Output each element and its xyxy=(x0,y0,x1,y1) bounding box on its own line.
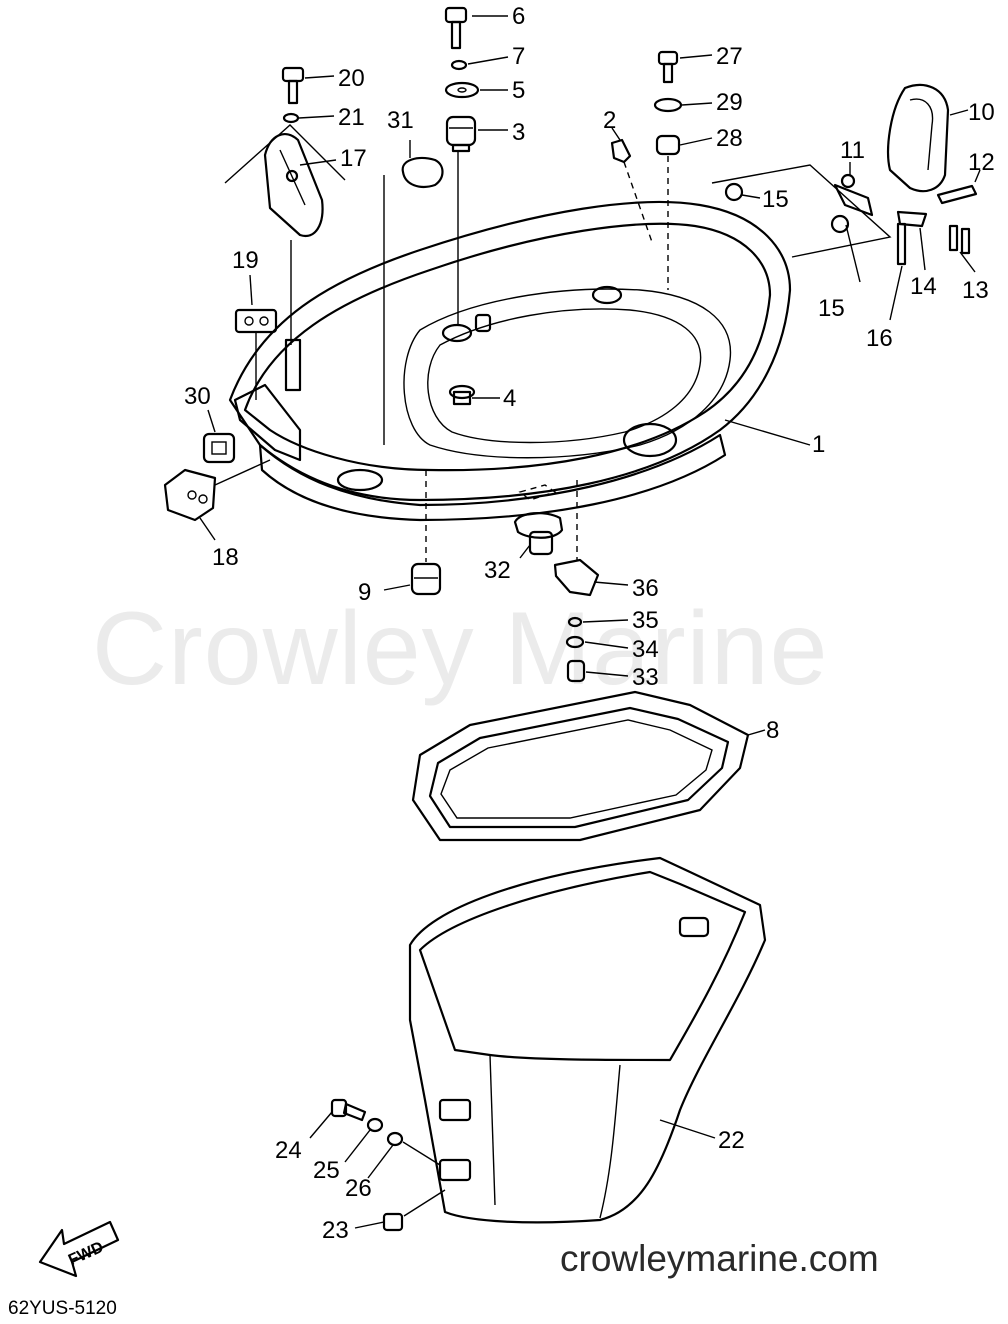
callout-11: 11 xyxy=(840,137,865,164)
callout-18: 18 xyxy=(212,544,239,571)
callout-27: 27 xyxy=(716,43,743,70)
part-bolt-6[interactable] xyxy=(444,6,468,50)
site-watermark: crowleymarine.com xyxy=(560,1238,879,1279)
leader-lines xyxy=(199,15,981,1229)
callout-4: 4 xyxy=(503,385,516,412)
part-grommet-9[interactable] xyxy=(410,562,442,596)
part-bracket-11[interactable] xyxy=(833,173,874,217)
part-bolt-24[interactable] xyxy=(330,1098,367,1122)
callout-13: 13 xyxy=(962,277,989,304)
part-grommet-32[interactable] xyxy=(513,512,564,556)
part-bottom-cowling[interactable] xyxy=(228,200,792,522)
callout-28: 28 xyxy=(716,125,743,152)
part-seal-8[interactable] xyxy=(411,690,750,842)
part-grommet-31[interactable] xyxy=(401,156,444,189)
watermark: Crowley Marine xyxy=(92,591,829,707)
diagram-code: 62YUS-5120 xyxy=(8,1298,117,1319)
callouts: 1 2 3 4 5 6 7 8 9 10 11 12 13 14 15 15 1… xyxy=(184,3,995,1244)
callout-26: 26 xyxy=(345,1175,372,1202)
callout-35: 35 xyxy=(632,607,659,634)
part-pin-13[interactable] xyxy=(948,224,971,255)
part-washer-34[interactable] xyxy=(565,635,585,649)
callout-6: 6 xyxy=(512,3,525,30)
part-bolt-20[interactable] xyxy=(281,66,305,105)
callout-7: 7 xyxy=(512,43,525,70)
part-handle-10[interactable] xyxy=(887,83,950,193)
callout-25: 25 xyxy=(313,1157,340,1184)
part-pin-12[interactable] xyxy=(936,184,978,205)
callout-3: 3 xyxy=(512,119,525,146)
callout-36: 36 xyxy=(632,575,659,602)
part-grommet-4[interactable] xyxy=(448,384,476,406)
part-lower-cowling-22[interactable] xyxy=(408,856,767,1224)
callout-15a: 15 xyxy=(762,186,789,213)
part-screw-33[interactable] xyxy=(566,659,586,683)
part-fitting-2[interactable] xyxy=(610,138,632,164)
callout-23: 23 xyxy=(322,1217,349,1244)
part-pin-16[interactable] xyxy=(896,222,907,266)
part-washer-26[interactable] xyxy=(386,1131,404,1147)
part-bolt-27[interactable] xyxy=(657,50,679,84)
part-pin-14[interactable] xyxy=(896,210,928,228)
part-grommet-30[interactable] xyxy=(202,432,236,464)
callout-32: 32 xyxy=(484,557,511,584)
callout-21: 21 xyxy=(338,104,365,131)
part-washer-5[interactable] xyxy=(444,81,480,99)
fwd-arrow-icon: FWD xyxy=(38,1220,120,1278)
callout-30: 30 xyxy=(184,383,211,410)
part-clamp-36[interactable] xyxy=(553,558,600,597)
callout-20: 20 xyxy=(338,65,365,92)
part-nut-15b[interactable] xyxy=(830,214,850,234)
callout-17: 17 xyxy=(340,145,367,172)
callout-31: 31 xyxy=(387,107,414,134)
part-washer-21[interactable] xyxy=(282,112,300,124)
part-nut-15a[interactable] xyxy=(724,182,744,202)
callout-2: 2 xyxy=(603,107,616,134)
callout-5: 5 xyxy=(512,77,525,104)
part-grommet-3[interactable] xyxy=(445,115,477,153)
part-block-19[interactable] xyxy=(234,308,278,334)
callout-34: 34 xyxy=(632,636,659,663)
part-plate-18[interactable] xyxy=(163,468,217,522)
callout-1: 1 xyxy=(812,431,825,458)
callout-16: 16 xyxy=(866,325,893,352)
callout-8: 8 xyxy=(766,717,779,744)
part-washer-7[interactable] xyxy=(450,59,468,71)
callout-12: 12 xyxy=(968,149,995,176)
callout-10: 10 xyxy=(968,99,995,126)
part-washer-25[interactable] xyxy=(366,1117,384,1133)
callout-14: 14 xyxy=(910,273,937,300)
part-grommet-28[interactable] xyxy=(655,134,681,156)
callout-15b: 15 xyxy=(818,295,845,322)
callout-9: 9 xyxy=(358,579,371,606)
callout-29: 29 xyxy=(716,89,743,116)
fwd-label: FWD xyxy=(66,1239,106,1269)
callout-22: 22 xyxy=(718,1127,745,1154)
part-nut-23[interactable] xyxy=(382,1212,404,1232)
callout-33: 33 xyxy=(632,664,659,691)
part-washer-35[interactable] xyxy=(567,616,583,628)
callout-19: 19 xyxy=(232,247,259,274)
callout-24: 24 xyxy=(275,1137,302,1164)
part-washer-29[interactable] xyxy=(653,97,683,113)
